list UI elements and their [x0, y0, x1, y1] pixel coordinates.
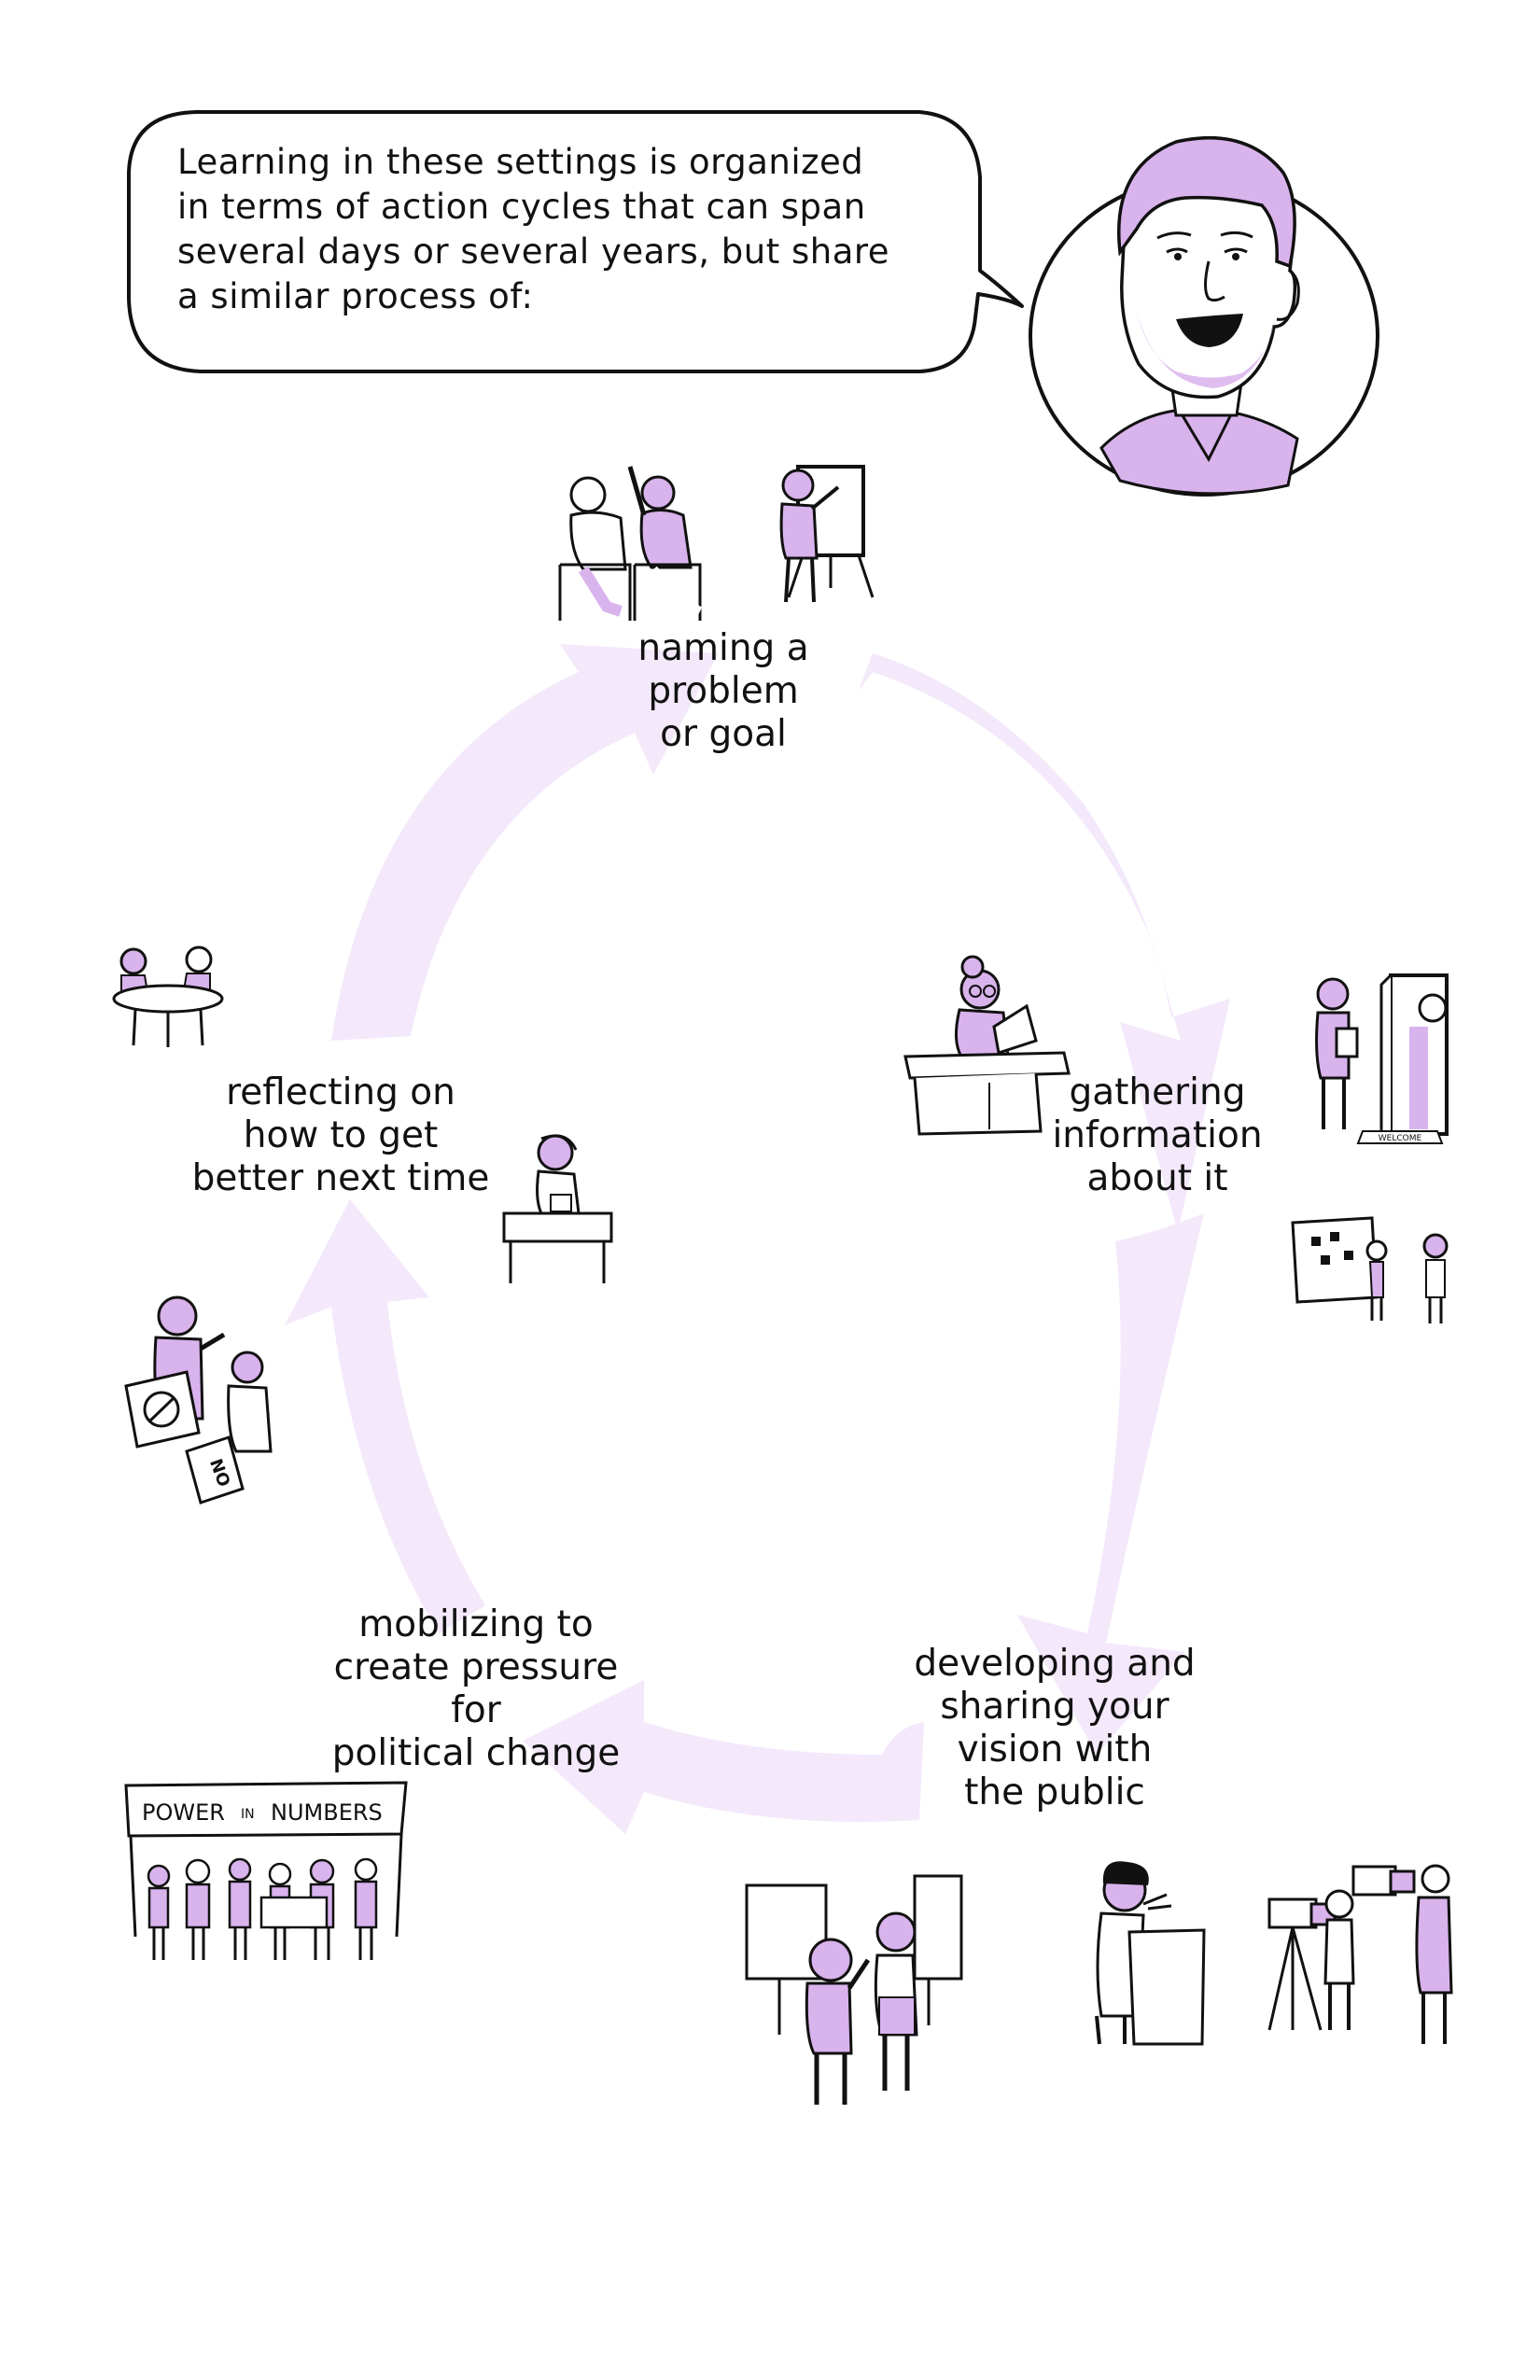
arrow-naming-to-gathering: [859, 653, 1230, 1232]
illustration-mobilizing-signs: NO: [124, 1295, 273, 1505]
illustration-reflecting-table: [112, 945, 224, 1047]
stage-label-reflecting: reflecting on how to get better next tim…: [191, 1071, 490, 1199]
illustration-developing-camera: [1267, 1864, 1453, 2044]
illustration-gathering-board: [1291, 1216, 1449, 1323]
banner-word-power: POWER: [142, 1799, 225, 1826]
doormat-text: WELCOME: [1379, 1134, 1422, 1143]
narrator-portrait: [1029, 135, 1379, 497]
illustration-naming: [558, 465, 875, 621]
stage-label-naming: naming a problem or goal: [637, 627, 809, 755]
arrow-developing-to-mobilizing: [523, 1680, 924, 1834]
arrow-mobilizing-to-reflecting: [285, 1199, 485, 1633]
speech-text: Learning in these settings is organized …: [177, 142, 890, 316]
stage-label-developing: developing and sharing your vision with …: [914, 1643, 1196, 1813]
banner-word-numbers: NUMBERS: [271, 1799, 383, 1826]
banner-word-in: IN: [241, 1807, 255, 1822]
illustration-developing-protest: [745, 1874, 963, 2105]
illustration-reflecting-desk: [502, 1134, 613, 1283]
illustration-gathering-desk: [903, 955, 1071, 1136]
illustration-developing-podium: [1095, 1861, 1206, 2046]
arrow-gathering-to-developing: [1017, 1213, 1204, 1755]
illustration-gathering-door: WELCOME: [1315, 973, 1449, 1144]
stage-label-mobilizing: mobilizing to create pressure for politi…: [331, 1603, 621, 1774]
illustration-power-banner: POWER IN NUMBERS: [124, 1781, 408, 1960]
arrow-reflecting-to-naming: [331, 644, 719, 1041]
speech-bubble: [127, 110, 1024, 373]
stage-label-gathering: gathering information about it: [1052, 1071, 1263, 1199]
